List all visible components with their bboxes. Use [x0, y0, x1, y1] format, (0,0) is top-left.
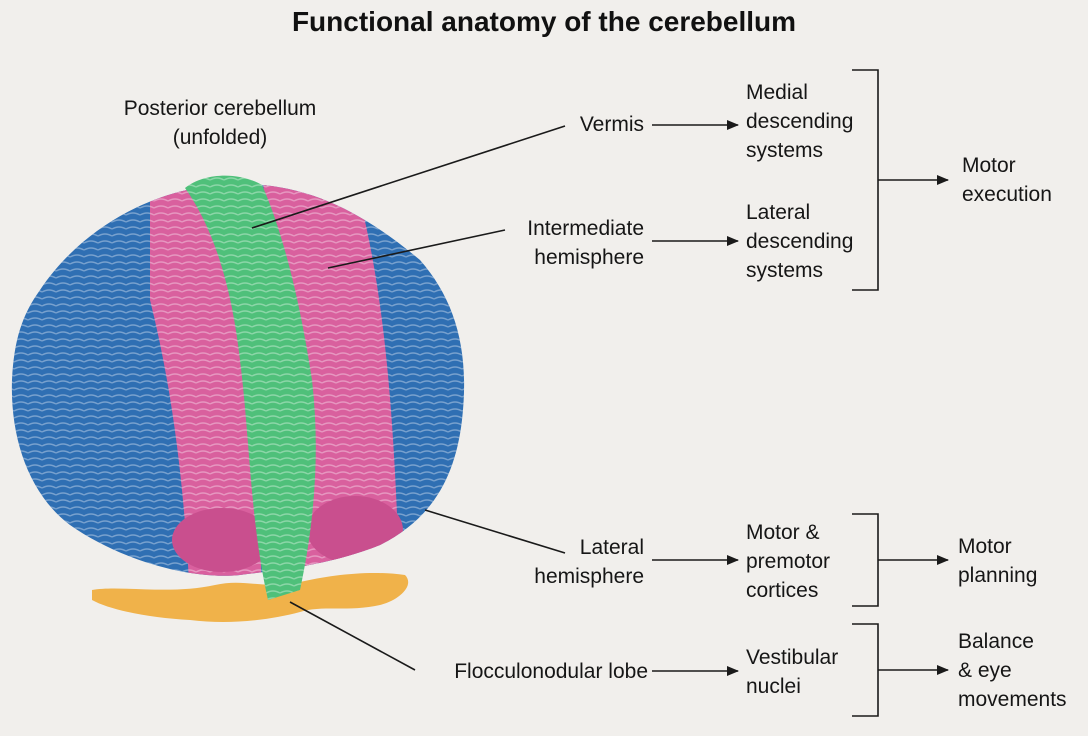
label-line: nuclei: [746, 675, 801, 698]
region-arrows: [652, 120, 739, 676]
label-line: Medial: [746, 81, 808, 104]
label-line: Vermis: [579, 113, 644, 136]
brackets: [852, 69, 949, 717]
label-line: Motor: [962, 154, 1016, 177]
label-line: cortices: [746, 579, 819, 602]
intermediate-leader: [327, 229, 506, 269]
vermis-leader: [251, 125, 566, 229]
label-line: Lateral: [579, 536, 644, 559]
brain-caption: Posterior cerebellum (unfolded): [100, 94, 340, 152]
label-lateral-hemisphere: Lateral hemisphere: [460, 533, 644, 591]
label-line: & eye: [958, 659, 1012, 682]
target-motor-premotor-cortices: Motor & premotor cortices: [746, 518, 830, 605]
cerebellum-illustration: [11, 175, 465, 623]
target-medial-descending-systems: Medial descending systems: [746, 78, 853, 165]
target-vestibular-nuclei: Vestibular nuclei: [746, 643, 838, 701]
brain-caption-line: (unfolded): [172, 126, 268, 149]
label-line: Flocculonodular lobe: [454, 660, 648, 683]
lateral-leader: [424, 509, 566, 554]
label-line: systems: [746, 259, 824, 282]
planning-bracket: [852, 513, 879, 607]
page-title: Functional anatomy of the cerebellum: [291, 6, 797, 37]
label-vermis: Vermis: [500, 110, 644, 139]
label-line: Lateral: [746, 201, 811, 224]
label-line: movements: [958, 688, 1067, 711]
function-balance-eye-movements: Balance & eye movements: [958, 627, 1067, 714]
label-line: Intermediate: [527, 217, 644, 240]
label-line: planning: [958, 564, 1038, 587]
label-line: hemisphere: [534, 246, 644, 269]
label-line: Vestibular: [746, 646, 839, 669]
label-line: execution: [962, 183, 1052, 206]
label-flocculonodular-lobe: Flocculonodular lobe: [400, 657, 648, 686]
target-lateral-descending-systems: Lateral descending systems: [746, 198, 853, 285]
leader-lines: [251, 125, 566, 671]
label-line: hemisphere: [534, 565, 644, 588]
balance-bracket: [852, 623, 879, 717]
label-line: descending: [746, 230, 854, 253]
label-line: premotor: [746, 550, 831, 573]
label-line: Motor: [958, 535, 1012, 558]
label-line: Motor &: [746, 521, 820, 544]
label-line: systems: [746, 139, 824, 162]
flocculonodular-leader: [289, 601, 416, 671]
execution-bracket: [852, 69, 879, 291]
label-line: Balance: [958, 630, 1034, 653]
label-intermediate-hemisphere: Intermediate hemisphere: [460, 214, 644, 272]
function-motor-execution: Motor execution: [962, 151, 1052, 209]
function-motor-planning: Motor planning: [958, 532, 1037, 590]
label-line: descending: [746, 110, 854, 133]
brain-caption-line: Posterior cerebellum: [123, 97, 317, 120]
flocculonodular-lobe-shape: [92, 572, 409, 623]
